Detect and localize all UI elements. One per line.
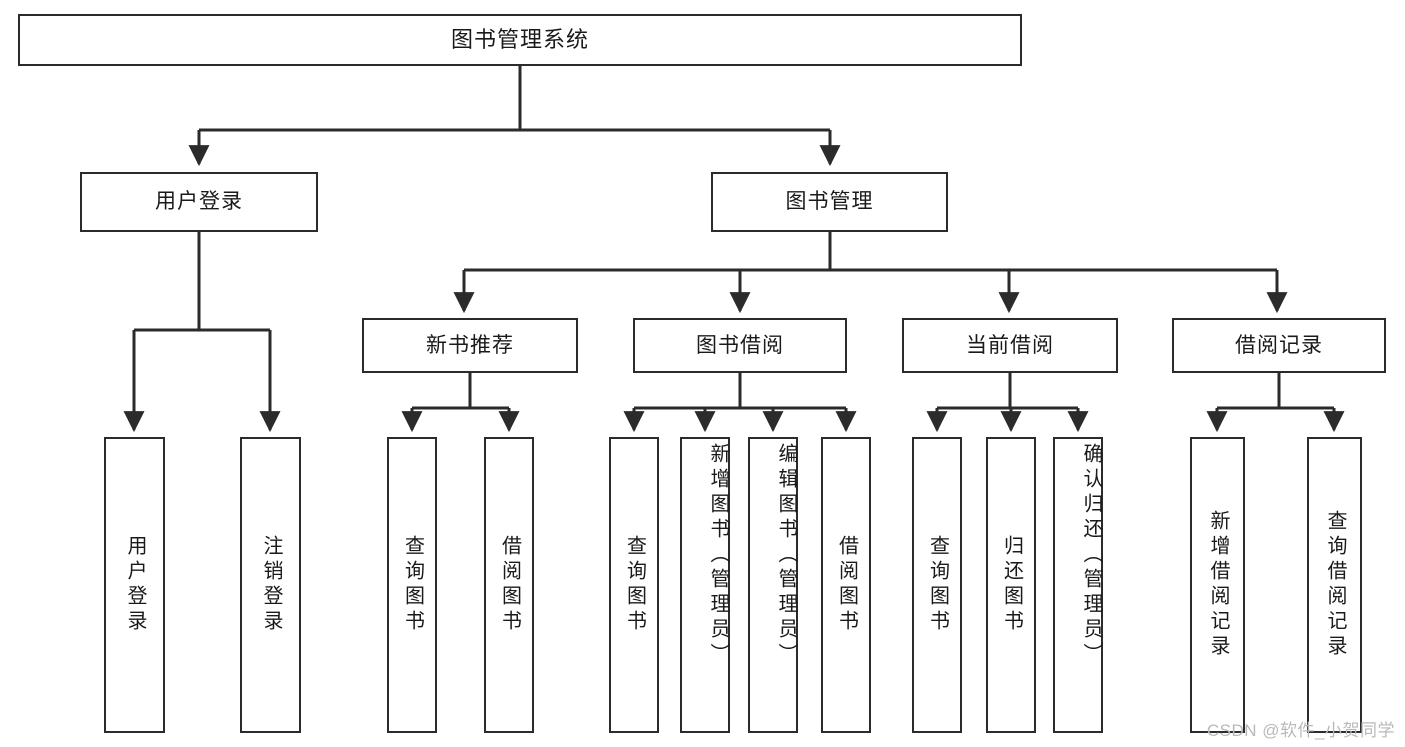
node-new-book-recommend[interactable]: 新书推荐 (362, 318, 578, 373)
node-user-login[interactable]: 用户登录 (80, 172, 318, 232)
node-current-borrow[interactable]: 当前借阅 (902, 318, 1118, 373)
leaf-logout[interactable]: 注销登录 (240, 437, 301, 733)
node-new-book-recommend-label: 新书推荐 (426, 333, 514, 357)
leaf-borrow-book[interactable]: 借阅图书 (821, 437, 871, 733)
node-borrow-record-label: 借阅记录 (1235, 333, 1323, 357)
leaf-user-login[interactable]: 用户登录 (104, 437, 165, 733)
node-book-borrow-label: 图书借阅 (696, 333, 784, 357)
leaf-add-book-admin[interactable]: 新增图书（管理员） (680, 437, 730, 733)
leaf-return-book[interactable]: 归还图书 (986, 437, 1036, 733)
node-user-login-label: 用户登录 (155, 190, 243, 214)
leaf-confirm-return-admin[interactable]: 确认归还（管理员） (1053, 437, 1103, 733)
leaf-query-book-recommend[interactable]: 查询图书 (387, 437, 437, 733)
node-borrow-record[interactable]: 借阅记录 (1172, 318, 1386, 373)
leaf-add-borrow-record[interactable]: 新增借阅记录 (1190, 437, 1245, 733)
leaf-edit-book-admin[interactable]: 编辑图书（管理员） (748, 437, 798, 733)
leaf-borrow-book-recommend[interactable]: 借阅图书 (484, 437, 534, 733)
node-book-borrow[interactable]: 图书借阅 (633, 318, 847, 373)
watermark: CSDN @软件_小贺同学 (1206, 721, 1395, 740)
leaf-query-book-current[interactable]: 查询图书 (912, 437, 962, 733)
leaf-query-book-borrow[interactable]: 查询图书 (609, 437, 659, 733)
node-book-management[interactable]: 图书管理 (711, 172, 948, 232)
node-root-label: 图书管理系统 (450, 26, 589, 52)
node-current-borrow-label: 当前借阅 (966, 333, 1054, 357)
node-root-system[interactable]: 图书管理系统 (18, 14, 1022, 66)
node-book-management-label: 图书管理 (785, 190, 874, 214)
leaf-query-borrow-record[interactable]: 查询借阅记录 (1307, 437, 1362, 733)
